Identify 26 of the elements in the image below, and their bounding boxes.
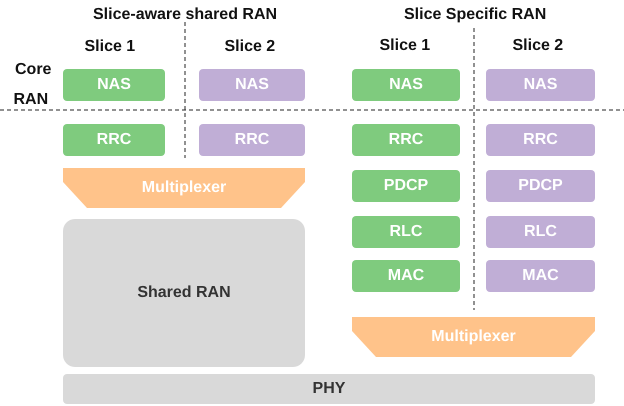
layer-box: PDCP bbox=[486, 170, 595, 202]
layer-box: RRC bbox=[63, 124, 165, 156]
layer-box: NAS bbox=[199, 69, 305, 101]
column-heading: Slice 2 bbox=[512, 37, 564, 55]
layer-box: RRC bbox=[486, 124, 595, 156]
column-heading: Slice 2 bbox=[224, 38, 276, 56]
layer-box: RLC bbox=[352, 216, 460, 248]
multiplexer-shape: Multiplexer bbox=[63, 168, 305, 208]
column-heading: Slice 1 bbox=[380, 37, 430, 55]
section-heading: Slice-aware shared RAN bbox=[93, 6, 278, 24]
layer-box: RRC bbox=[352, 124, 460, 156]
layer-box: PDCP bbox=[352, 170, 460, 202]
layer-box: MAC bbox=[486, 260, 595, 292]
layer-box: NAS bbox=[63, 69, 165, 101]
layer-box: RRC bbox=[199, 124, 305, 156]
shared-ran-block: Shared RAN bbox=[63, 219, 305, 367]
multiplexer-shape: Multiplexer bbox=[352, 317, 595, 357]
layer-box: NAS bbox=[486, 69, 595, 101]
layer-box: RLC bbox=[486, 216, 595, 248]
row-label: RAN bbox=[14, 91, 48, 109]
section-heading: Slice Specific RAN bbox=[404, 6, 546, 24]
column-heading: Slice 1 bbox=[84, 38, 136, 56]
row-label: Core bbox=[15, 61, 52, 79]
layer-box: NAS bbox=[352, 69, 460, 101]
layer-box: MAC bbox=[352, 260, 460, 292]
phy-bar: PHY bbox=[63, 374, 595, 404]
